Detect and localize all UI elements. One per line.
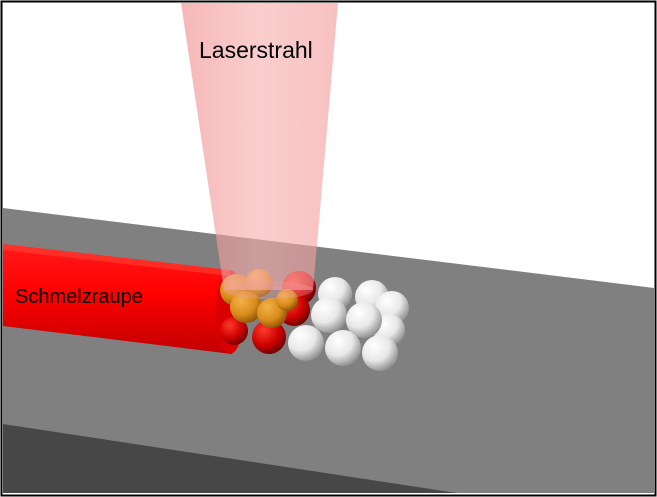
powder-particle (346, 302, 382, 338)
base-plate-front (3, 424, 457, 493)
powder-particle (288, 325, 324, 361)
melting-particle (220, 317, 248, 345)
powder-particle (325, 330, 361, 366)
melting-particle (276, 289, 298, 311)
powder-particle (311, 297, 347, 333)
laser-beam (181, 3, 338, 290)
melt-track-label: Schmelzraupe (15, 286, 143, 308)
powder-particles (288, 277, 409, 371)
powder-particle (362, 335, 398, 371)
laser-beam-label: Laserstrahl (199, 37, 313, 63)
melting-particle (230, 291, 262, 323)
laser-spot (223, 281, 313, 299)
melting-particle (252, 320, 286, 354)
